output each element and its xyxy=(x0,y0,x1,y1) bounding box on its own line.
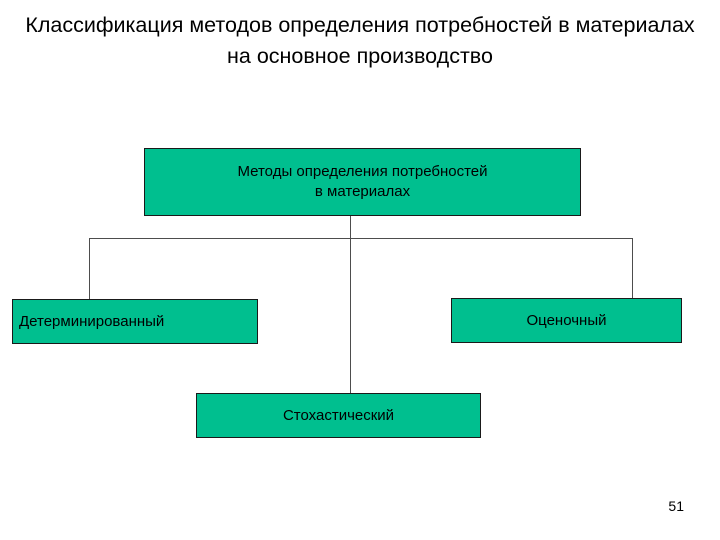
diagram-node-root: Методы определения потребностей в матери… xyxy=(144,148,581,216)
connector-drop-left xyxy=(89,238,90,300)
page-number: 51 xyxy=(668,498,684,514)
connector-drop-right xyxy=(632,238,633,298)
connector-drop-middle xyxy=(350,238,351,393)
connector-root-trunk xyxy=(350,216,351,238)
diagram-node-deterministic: Детерминированный xyxy=(12,299,258,344)
connector-horizontal-rail xyxy=(89,238,633,239)
page-title: Классификация методов определения потреб… xyxy=(25,13,695,68)
diagram-node-estimative: Оценочный xyxy=(451,298,682,343)
diagram-node-stochastic: Стохастический xyxy=(196,393,481,438)
